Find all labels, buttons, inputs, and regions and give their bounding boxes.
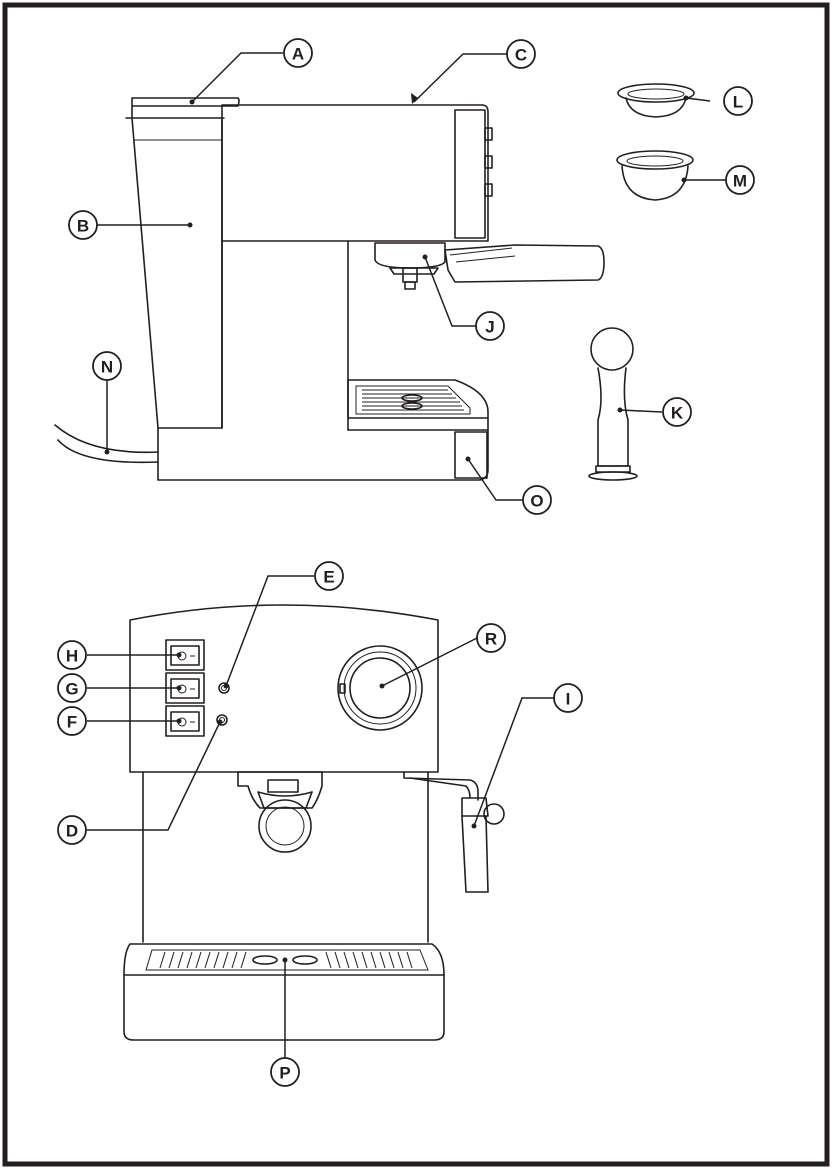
drip-tray-grille — [159, 951, 413, 969]
label-e: E — [323, 568, 334, 587]
side-drip-tray — [347, 379, 489, 419]
water-tank — [131, 117, 223, 429]
front-base — [123, 974, 445, 1041]
front-column — [142, 771, 429, 943]
front-brew-group — [237, 771, 323, 809]
label-m: M — [733, 172, 747, 191]
callout-m: M — [725, 165, 755, 195]
label-l: L — [733, 93, 743, 112]
label-c: C — [515, 46, 527, 65]
callout-f: F — [57, 706, 87, 736]
tank-rim — [125, 105, 225, 119]
callout-j: J — [475, 311, 505, 341]
front-view — [123, 604, 505, 1041]
indicator-light-e — [218, 682, 230, 694]
steam-wand — [403, 771, 479, 801]
filter-double — [616, 150, 694, 201]
callout-c: C — [506, 39, 536, 69]
side-grille — [362, 389, 464, 411]
callout-g: G — [57, 673, 87, 703]
drip-tray-front — [454, 431, 488, 479]
callout-i: I — [553, 683, 583, 713]
power-cord — [54, 424, 159, 454]
callout-n: N — [92, 351, 122, 381]
label-n: N — [101, 358, 113, 377]
label-h: H — [66, 647, 78, 666]
label-k: K — [671, 404, 684, 423]
side-control-panel — [454, 109, 486, 239]
leader-lines — [68, 52, 726, 1058]
callout-d: D — [57, 815, 87, 845]
machine-body-top — [221, 104, 489, 242]
label-p: P — [279, 1064, 290, 1083]
callout-l: L — [723, 86, 753, 116]
label-b: B — [77, 217, 89, 236]
label-r: R — [485, 630, 497, 649]
filter-single — [617, 83, 695, 118]
machine-base — [157, 417, 489, 481]
label-f: F — [67, 713, 77, 732]
portafilter-handle — [444, 244, 605, 283]
pressure-gauge — [337, 645, 423, 731]
callout-k: K — [662, 397, 692, 427]
callout-b: B — [68, 210, 98, 240]
tamper — [588, 327, 638, 481]
callout-e: E — [314, 561, 344, 591]
tank-lid — [131, 97, 240, 107]
side-view — [54, 97, 605, 481]
label-d: D — [66, 822, 78, 841]
callout-h: H — [57, 640, 87, 670]
brew-group — [374, 242, 446, 269]
callout-a: A — [283, 38, 313, 68]
label-a: A — [292, 45, 304, 64]
label-i: I — [566, 690, 571, 709]
label-o: O — [530, 492, 543, 511]
callout-p: P — [270, 1057, 300, 1087]
label-j: J — [485, 318, 494, 337]
label-g: G — [65, 680, 78, 699]
callout-r: R — [476, 623, 506, 653]
indicator-light-d — [216, 714, 228, 726]
front-housing — [129, 604, 439, 773]
callout-o: O — [522, 485, 552, 515]
